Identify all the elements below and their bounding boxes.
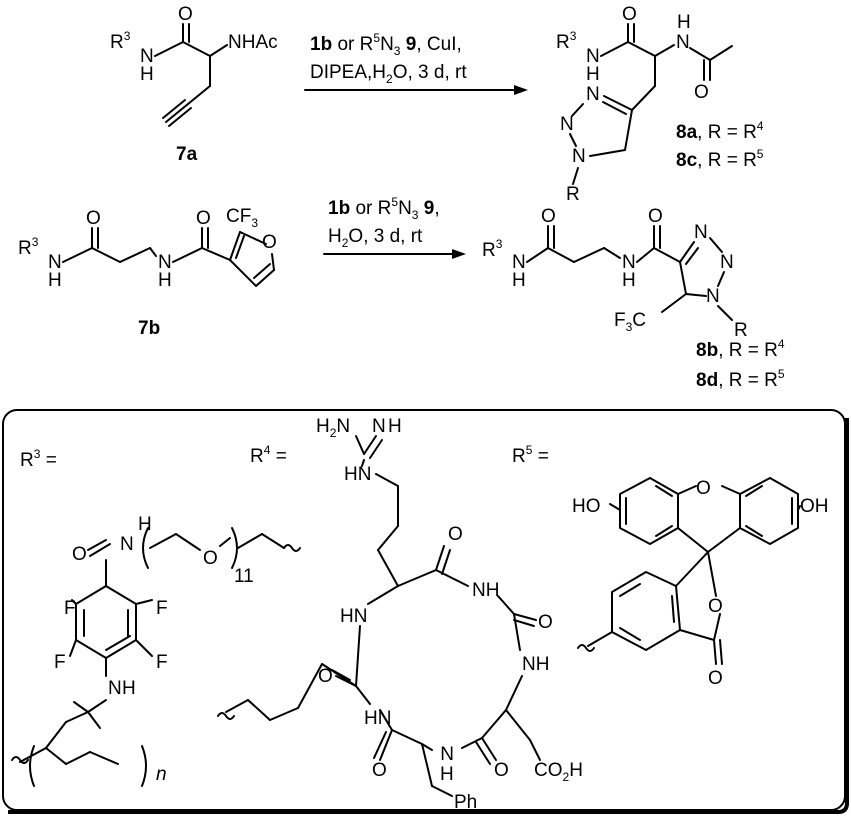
r3-amide-n: N (120, 534, 134, 555)
r3-repeat-n: n (156, 764, 167, 785)
substituent-legend: R3 = O N H O 11 F F F F N H n (2, 409, 849, 814)
label-8a: 8a, R = R4 (676, 119, 764, 143)
compound-7a: R3 N H O NHAc 7a (110, 4, 278, 165)
r5-structure-fluorescein: HO OH O O O (572, 477, 829, 689)
ring-nh-1: NH (472, 580, 499, 601)
product2-triazole-n3: N (694, 222, 708, 243)
aspartate-co2h: CO2H (534, 760, 583, 784)
product2-amide1-n: N (512, 252, 526, 273)
amide-nitrogen: N (140, 46, 154, 67)
r3-aniline-h: H (122, 678, 136, 699)
r3-peg-repeat: 11 (234, 566, 254, 587)
r4-definition-label: R4 = (250, 443, 287, 467)
compound-8b-8d: R3 N H O N H O N N N R F3C 8b, R = R4 8d… (482, 206, 785, 391)
r3-fluorine-2: F (156, 598, 168, 619)
label-7a: 7a (176, 144, 198, 165)
product2-amide2-h: H (622, 270, 636, 291)
triazole-n3: N (586, 84, 600, 105)
product1-amide-n: N (586, 46, 600, 67)
phenylalanine-ph: Ph (454, 792, 477, 813)
label-7b: 7b (138, 318, 160, 339)
reaction2-reagents-line1: 1b or R5N3 9, (328, 195, 440, 222)
product1-acetyl-o: O (694, 82, 709, 103)
carbonyl1-o: O (86, 208, 101, 229)
xanthene-oxygen: O (696, 478, 711, 499)
cf3-group: CF3 (226, 206, 258, 230)
lactone-carbonyl-o: O (708, 668, 723, 689)
product1-amide-h: H (586, 64, 600, 85)
ring-carbonyl-o1: O (448, 524, 463, 545)
product1-carbonyl-o: O (622, 4, 637, 25)
r3-group-label-2: R3 (18, 235, 39, 259)
label-8c: 8c, R = R5 (676, 147, 764, 171)
guanidine-h2n: H2N (316, 416, 350, 440)
r3-carbonyl-o: O (72, 544, 87, 565)
reaction2-conditions: 1b or R5N3 9, H2O, 3 d, rt (323, 195, 466, 259)
reaction1-reagents-line1: 1b or R5N3 9, CuI, (310, 31, 462, 58)
legend-shadow (8, 418, 849, 814)
ring-carbonyl-o4: O (372, 760, 387, 781)
r3-peg-o: O (203, 548, 218, 569)
r3-definition-label: R3 = (20, 447, 57, 471)
ring-nh-3: NH (522, 654, 549, 675)
amide2-h: H (158, 270, 172, 291)
carbonyl-oxygen: O (178, 4, 193, 25)
product2-amide2-n: N (622, 252, 636, 273)
bridge-oxygen: O (262, 232, 277, 253)
ring-nh-2: HN (340, 606, 367, 627)
guanidine-imine-h: H (388, 416, 402, 437)
product2-carbonyl1-o: O (541, 206, 556, 227)
fluorescein-oh: OH (800, 496, 829, 517)
product2-triazole-n1: N (706, 286, 720, 307)
reaction1-conditions: 1b or R5N3 9, CuI, DIPEA,H2O, 3 d, rt (304, 31, 528, 95)
product2-cf3: F3C (614, 310, 646, 334)
ring-carbonyl-o3: O (318, 666, 333, 687)
reaction2-arrowhead (452, 249, 466, 259)
guanidine-nh: HN (344, 464, 371, 485)
reaction1-reagents-line2: DIPEA,H2O, 3 d, rt (310, 62, 467, 86)
product2-r3: R3 (482, 237, 503, 261)
amide1-n: N (48, 252, 62, 273)
amide1-h: H (48, 270, 62, 291)
product2-amide1-h: H (512, 270, 526, 291)
product1-r3: R3 (556, 29, 577, 53)
r3-fluorine-3: F (54, 652, 66, 673)
lactone-oxygen: O (708, 596, 723, 617)
triazole-r: R (566, 184, 580, 205)
r3-group-label: R3 (110, 29, 131, 53)
product2-triazole-n2: N (720, 252, 734, 273)
r3-fluorine-4: F (156, 652, 168, 673)
nhac-group: NHAc (228, 32, 278, 53)
triazole-n2: N (560, 114, 574, 135)
triazole-n1: N (572, 146, 586, 167)
amide2-n: N (158, 252, 172, 273)
compound-7b: R3 N H O N H O CF3 O 7b (18, 206, 277, 339)
ring-nh-4: HN (364, 708, 391, 729)
fluorescein-ho: HO (572, 496, 601, 517)
ring-carbonyl-o2: O (538, 612, 553, 633)
r3-structure: O N H O 11 F F F F N H n (11, 514, 301, 787)
ring-carbonyl-o5: O (494, 760, 509, 781)
r3-aniline-n: N (108, 678, 122, 699)
carbonyl2-o: O (196, 208, 211, 229)
reaction1-arrowhead (514, 85, 528, 95)
product2-triazole-r: R (734, 320, 748, 341)
amide-hydrogen: H (140, 64, 154, 85)
r3-fluorine-1: F (64, 598, 76, 619)
compound-8a-8c: R3 N H O N H O N N N R 8a, R = R4 8c, R … (556, 4, 764, 205)
label-8b: 8b, R = R4 (696, 337, 785, 361)
r3-amide-h: H (138, 514, 152, 535)
product1-acetamide-n: N (676, 32, 690, 53)
product2-carbonyl2-o: O (648, 206, 663, 227)
label-8d: 8d, R = R5 (696, 367, 785, 391)
reaction2-reagents-line2: H2O, 3 d, rt (328, 226, 423, 250)
r5-definition-label: R5 = (512, 443, 549, 467)
product1-acetamide-h: H (677, 12, 691, 33)
guanidine-imine-n: N (372, 416, 386, 437)
